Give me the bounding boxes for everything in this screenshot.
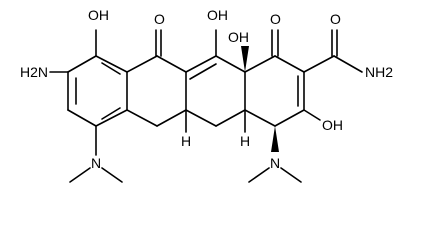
label-n-right: N: [270, 155, 280, 171]
label-o-top-ketone: O: [154, 11, 165, 27]
label-oh-top-left: OH: [88, 7, 109, 23]
stereo-wedge-n: [271, 126, 279, 152]
label-oh-fusion: OH: [228, 29, 249, 45]
label-oh-right: OH: [322, 117, 343, 133]
label-oh-top-mid: OH: [207, 7, 228, 23]
stereo-wedge-oh: [241, 46, 249, 72]
label-o-right-ketone: O: [270, 11, 281, 27]
label-h-stereo-2: H: [240, 133, 250, 149]
label-nh2-amide: NH2: [365, 64, 393, 80]
label-nh2-left: H2N: [20, 64, 48, 80]
label-n-left: N: [91, 155, 101, 171]
atom-labels: OH O OH OH O O H2N NH2 OH N N H H: [20, 7, 393, 171]
label-h-stereo-1: H: [181, 133, 191, 149]
chemical-structure-diagram: OH O OH OH O O H2N NH2 OH N N H H: [20, 7, 393, 183]
label-o-amide: O: [330, 11, 341, 27]
bond-network: [49, 29, 363, 183]
